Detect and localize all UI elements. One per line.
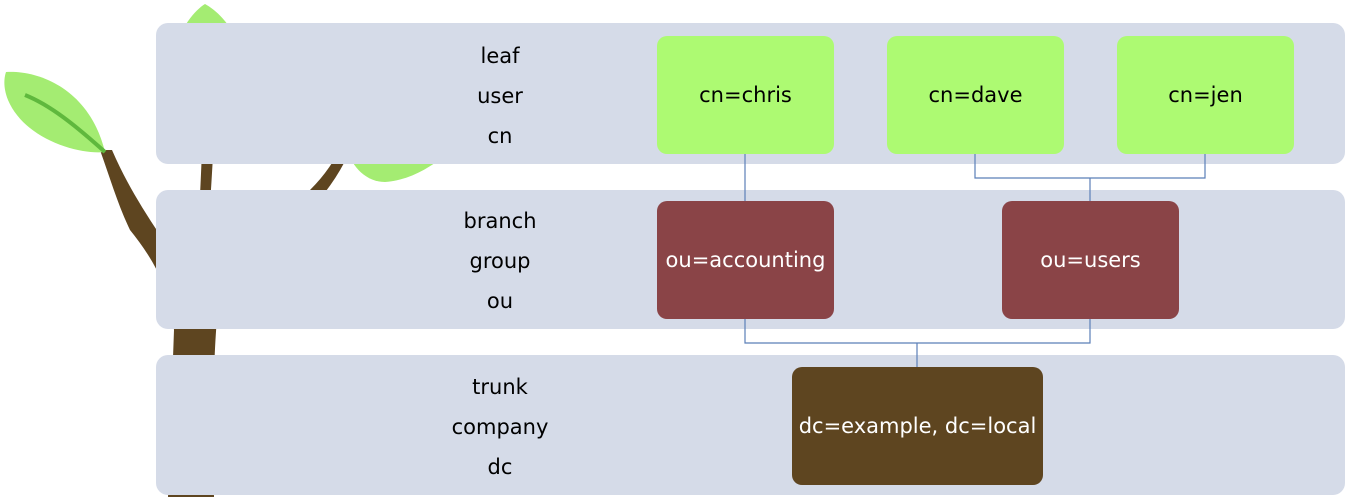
- band-labels-trunk: trunk company dc: [400, 367, 600, 487]
- tree-leaf: [4, 71, 107, 154]
- band-labels-branch: branch group ou: [400, 201, 600, 321]
- node-ou-users[interactable]: ou=users: [1002, 201, 1179, 319]
- node-cn-chris[interactable]: cn=chris: [657, 36, 834, 154]
- connector-line: [974, 154, 1206, 179]
- node-label: ou=users: [1040, 248, 1141, 272]
- band-label: branch: [463, 209, 537, 233]
- band-label: dc: [487, 455, 513, 479]
- node-label: cn=chris: [699, 83, 792, 107]
- node-cn-jen[interactable]: cn=jen: [1117, 36, 1294, 154]
- band-label: group: [469, 249, 531, 273]
- connector-line: [744, 319, 1091, 344]
- band-label: user: [477, 84, 523, 108]
- node-label: dc=example, dc=local: [798, 414, 1037, 438]
- node-label: cn=dave: [928, 83, 1023, 107]
- band-label: leaf: [480, 44, 520, 68]
- band-label: cn: [487, 124, 513, 148]
- node-dc-root[interactable]: dc=example, dc=local: [792, 367, 1043, 485]
- band-trunk: [156, 355, 1345, 495]
- band-labels-leaf: leaf user cn: [400, 36, 600, 156]
- node-ou-accounting[interactable]: ou=accounting: [657, 201, 834, 319]
- node-label: cn=jen: [1168, 83, 1243, 107]
- node-cn-dave[interactable]: cn=dave: [887, 36, 1064, 154]
- band-label: company: [451, 415, 549, 439]
- band-label: ou: [486, 289, 514, 313]
- node-label: ou=accounting: [665, 248, 826, 272]
- band-label: trunk: [472, 375, 528, 399]
